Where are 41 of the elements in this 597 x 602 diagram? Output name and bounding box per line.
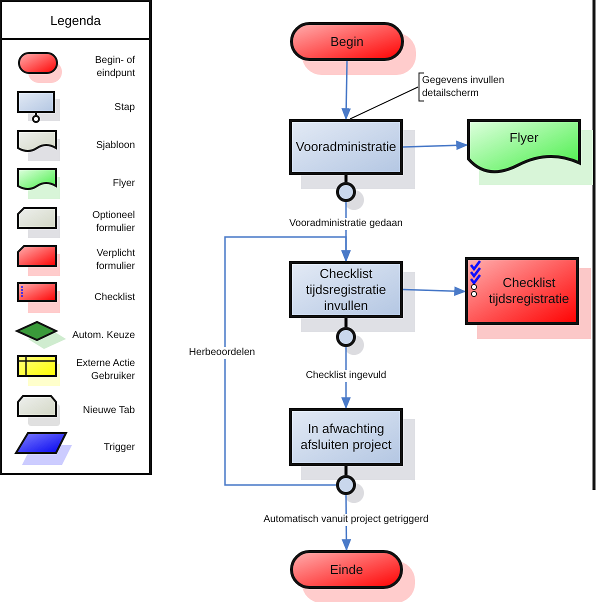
legend-label: Autom. Keuze bbox=[71, 328, 135, 342]
connector-circle bbox=[336, 327, 356, 347]
legend-title: Legenda bbox=[2, 2, 149, 40]
connector-circle bbox=[336, 182, 356, 202]
terminator-shape bbox=[290, 22, 404, 61]
process-box bbox=[289, 119, 403, 175]
node-label: Flyer bbox=[510, 130, 538, 146]
node-label: Einde bbox=[330, 562, 364, 578]
arrow bbox=[402, 140, 468, 150]
legend-label: Begin- of eindpunt bbox=[94, 54, 135, 80]
node-label: Gegevens invullen detailscherm bbox=[421, 74, 506, 100]
arrow bbox=[224, 236, 351, 486]
node-label: Vooradministratie bbox=[296, 139, 396, 155]
legend-label: Externe Actie Gebruiker bbox=[75, 357, 135, 383]
legend-label: Trigger bbox=[102, 440, 135, 454]
legend-label: Checklist bbox=[93, 290, 135, 304]
legend-label: Sjabloon bbox=[95, 138, 135, 152]
leader-line bbox=[350, 86, 418, 120]
edge-label: Vooradministratie gedaan bbox=[288, 218, 404, 230]
node-label: In afwachting afsluiten project bbox=[299, 421, 393, 453]
legend-label: Optioneel formulier bbox=[91, 209, 135, 235]
connector-stem bbox=[344, 175, 348, 182]
arrow bbox=[341, 60, 351, 120]
checklist-box bbox=[465, 257, 579, 325]
edge-label: Automatisch vanuit project getriggerd bbox=[262, 514, 430, 526]
legend-label: Nieuwe Tab bbox=[82, 404, 135, 416]
connector-circle bbox=[336, 475, 356, 495]
edge-label: Checklist ingevuld bbox=[304, 370, 388, 382]
node-label: Checklist tijdsregistratie bbox=[488, 275, 570, 307]
arrow bbox=[402, 286, 466, 296]
legend-label: Verplicht formulier bbox=[95, 247, 135, 273]
process-box bbox=[289, 261, 403, 318]
legend-label: Flyer bbox=[112, 176, 135, 190]
process-box bbox=[289, 408, 403, 466]
connector-stem bbox=[344, 466, 348, 475]
legend-label: Stap bbox=[113, 100, 135, 114]
node-label: Begin bbox=[330, 34, 364, 50]
connector-stem bbox=[344, 318, 348, 327]
node-label: Checklist tijdsregistratie invullen bbox=[304, 266, 388, 314]
edge-label: Herbeoordelen bbox=[188, 347, 256, 359]
terminator-shape bbox=[290, 550, 403, 589]
